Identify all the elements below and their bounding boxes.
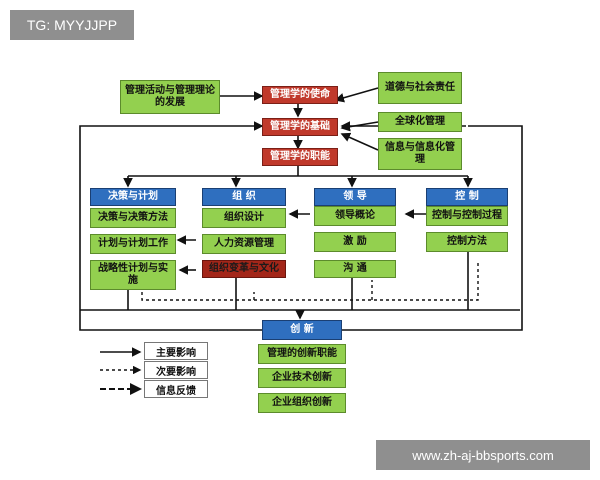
foundation-box: 管理学的基础 [262, 118, 338, 136]
legend-minor-influence: 次要影响 [144, 361, 208, 379]
column1-item1: 决策与决策方法 [90, 208, 176, 228]
column4-item2: 控制方法 [426, 232, 508, 252]
management-theory-development: 管理活动与管理理论的发展 [120, 80, 220, 114]
watermark-top-left: TG: MYYJJPP [10, 10, 134, 40]
watermark-bottom-right: www.zh-aj-bbsports.com [376, 440, 590, 470]
column3-item1: 领导概论 [314, 206, 396, 226]
decision-planning-header: 决策与计划 [90, 188, 176, 206]
innovation-item2: 企业技术创新 [258, 368, 346, 388]
column1-item3: 战略性计划与实施 [90, 260, 176, 290]
leadership-header: 领 导 [314, 188, 396, 206]
innovation-header: 创 新 [262, 320, 342, 340]
information-management: 信息与信息化管理 [378, 138, 462, 170]
column3-item3: 沟 通 [314, 260, 396, 278]
innovation-item3: 企业组织创新 [258, 393, 346, 413]
column3-item2: 激 励 [314, 232, 396, 252]
innovation-item1: 管理的创新职能 [258, 344, 346, 364]
column2-item1: 组织设计 [202, 208, 286, 228]
ethics-social-responsibility: 道德与社会责任 [378, 72, 462, 104]
column1-item2: 计划与计划工作 [90, 234, 176, 254]
control-header: 控 制 [426, 188, 508, 206]
organization-header: 组 织 [202, 188, 286, 206]
legend-information-feedback: 信息反馈 [144, 380, 208, 398]
column2-item2: 人力资源管理 [202, 234, 286, 254]
mission-box: 管理学的使命 [262, 86, 338, 104]
functions-box: 管理学的职能 [262, 148, 338, 166]
legend-major-influence: 主要影响 [144, 342, 208, 360]
column4-item1: 控制与控制过程 [426, 206, 508, 226]
global-management: 全球化管理 [378, 112, 462, 132]
column2-item3: 组织变革与文化 [202, 260, 286, 278]
